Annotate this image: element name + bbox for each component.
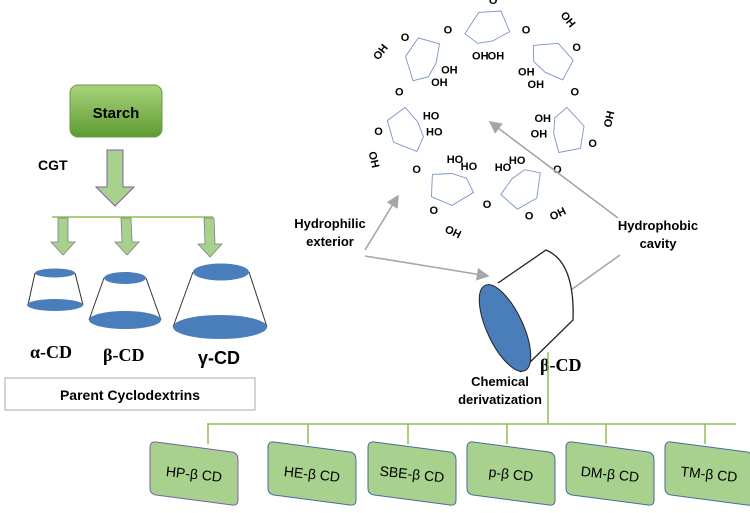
- arrow-beta: [114, 217, 140, 256]
- hydroxyl-label: HO: [426, 126, 443, 138]
- glycosidic-oxygen: O: [483, 199, 492, 211]
- hydroxyl-label: OH: [488, 51, 505, 63]
- derivative-label: HE-β CD: [283, 463, 341, 485]
- hydroxyl-label: OH: [528, 79, 545, 91]
- hydroxyl-label: HO: [423, 111, 440, 123]
- derivative-label: p-β CD: [488, 464, 534, 485]
- branch-arrows: [50, 217, 223, 258]
- ring-oxygen: O: [401, 32, 410, 44]
- derivative-label: DM-β CD: [580, 463, 640, 485]
- hydroxyl-label: OH: [518, 66, 535, 78]
- hydroxyl-label: OH: [602, 110, 617, 129]
- ring-oxygen: O: [489, 0, 498, 7]
- glucose-unit: O O OH HO HO: [366, 87, 443, 170]
- cgt-arrow: [94, 149, 136, 207]
- derivative-hpcd: HP-β CD: [149, 424, 239, 506]
- hydroxyl-label: OH: [534, 113, 551, 125]
- hydrophobic-label-line2: cavity: [640, 236, 678, 251]
- alpha-cd-label: α-CD: [30, 342, 72, 362]
- derivative-dmcd: DM-β CD: [565, 424, 655, 506]
- glycosidic-oxygen: O: [570, 87, 579, 99]
- ring-oxygen: O: [525, 211, 534, 223]
- derivative-sbecd: SBE-β CD: [367, 424, 457, 506]
- arrow-to-exterior: [364, 194, 399, 251]
- pointer-arrows: [364, 121, 621, 313]
- beta-cd-label: β-CD: [103, 345, 144, 365]
- hydroxyl-label: HO: [509, 155, 526, 167]
- beta-cd-cone: [88, 272, 162, 329]
- hydroxyl-label: OH: [548, 205, 568, 223]
- hydroxyl-label: OH: [531, 128, 548, 140]
- starch-box: Starch: [69, 84, 163, 138]
- glycosidic-oxygen: O: [395, 87, 404, 99]
- beta-cd-structure-label: β-CD: [540, 355, 581, 375]
- arrow-gamma: [197, 217, 223, 258]
- beta-cd-cylinder: [478, 249, 574, 373]
- hydroxyl-label: OH: [371, 42, 391, 62]
- derivatization-label-line1: Chemical: [471, 374, 529, 389]
- glycosidic-oxygen: O: [412, 164, 421, 176]
- gamma-cd-cone: [172, 263, 268, 339]
- arrow-to-cone-exterior: [364, 255, 490, 281]
- derivative-label: HP-β CD: [165, 463, 223, 485]
- hydroxyl-label: HO: [461, 161, 478, 173]
- hydroxyl-label: OH: [366, 150, 381, 169]
- parent-cyclodextrins-box: [4, 377, 256, 411]
- hydroxyl-label: OH: [443, 223, 463, 241]
- derivative-hecd: HE-β CD: [267, 424, 357, 506]
- gamma-cd-label: γ-CD: [198, 348, 240, 368]
- derivatives: HP-β CD HE-β CD SBE-β CD p-β CD DM-β CD TM-β …: [149, 424, 750, 506]
- hydroxyl-label: OH: [441, 65, 458, 77]
- alpha-cd-cone: [27, 268, 84, 311]
- derivative-tmcd: TM-β CD: [664, 424, 750, 506]
- glycosidic-oxygen: O: [444, 24, 453, 36]
- parent-cyclodextrins-caption: Parent Cyclodextrins: [60, 387, 200, 403]
- hydroxyl-label: OH: [472, 50, 489, 62]
- hydroxyl-label: OH: [558, 10, 578, 30]
- hydrophilic-label-line2: exterior: [306, 234, 354, 249]
- derivative-pcd: p-β CD: [466, 424, 556, 506]
- hydrophobic-label-line1: Hydrophobic: [618, 218, 698, 233]
- glycosidic-oxygen: O: [553, 164, 562, 176]
- hydroxyl-label: HO: [495, 162, 512, 174]
- glucose-unit: O O OH OH OH: [531, 106, 617, 176]
- ring-oxygen: O: [374, 126, 383, 138]
- ring-oxygen: O: [430, 205, 439, 217]
- ring-oxygen: O: [572, 42, 581, 54]
- glycosidic-oxygen: O: [522, 24, 531, 36]
- cgt-label: CGT: [38, 157, 68, 173]
- hydrophilic-label-line1: Hydrophilic: [294, 216, 366, 231]
- starch-label: Starch: [93, 105, 140, 122]
- arrow-to-cavity: [488, 121, 619, 219]
- derivative-label: TM-β CD: [680, 463, 738, 485]
- beta-cyclodextrin-structure: OOOHOHOHOOOHOHOHOOOHOHOHOOOHHOHOOOOHHOHO…: [366, 0, 618, 241]
- hydroxyl-label: HO: [447, 154, 464, 166]
- arrow-alpha: [50, 217, 76, 256]
- derivatization-label-line2: derivatization: [458, 392, 542, 407]
- hydroxyl-label: OH: [431, 77, 448, 89]
- derivative-label: SBE-β CD: [379, 463, 445, 486]
- ring-oxygen: O: [588, 138, 597, 150]
